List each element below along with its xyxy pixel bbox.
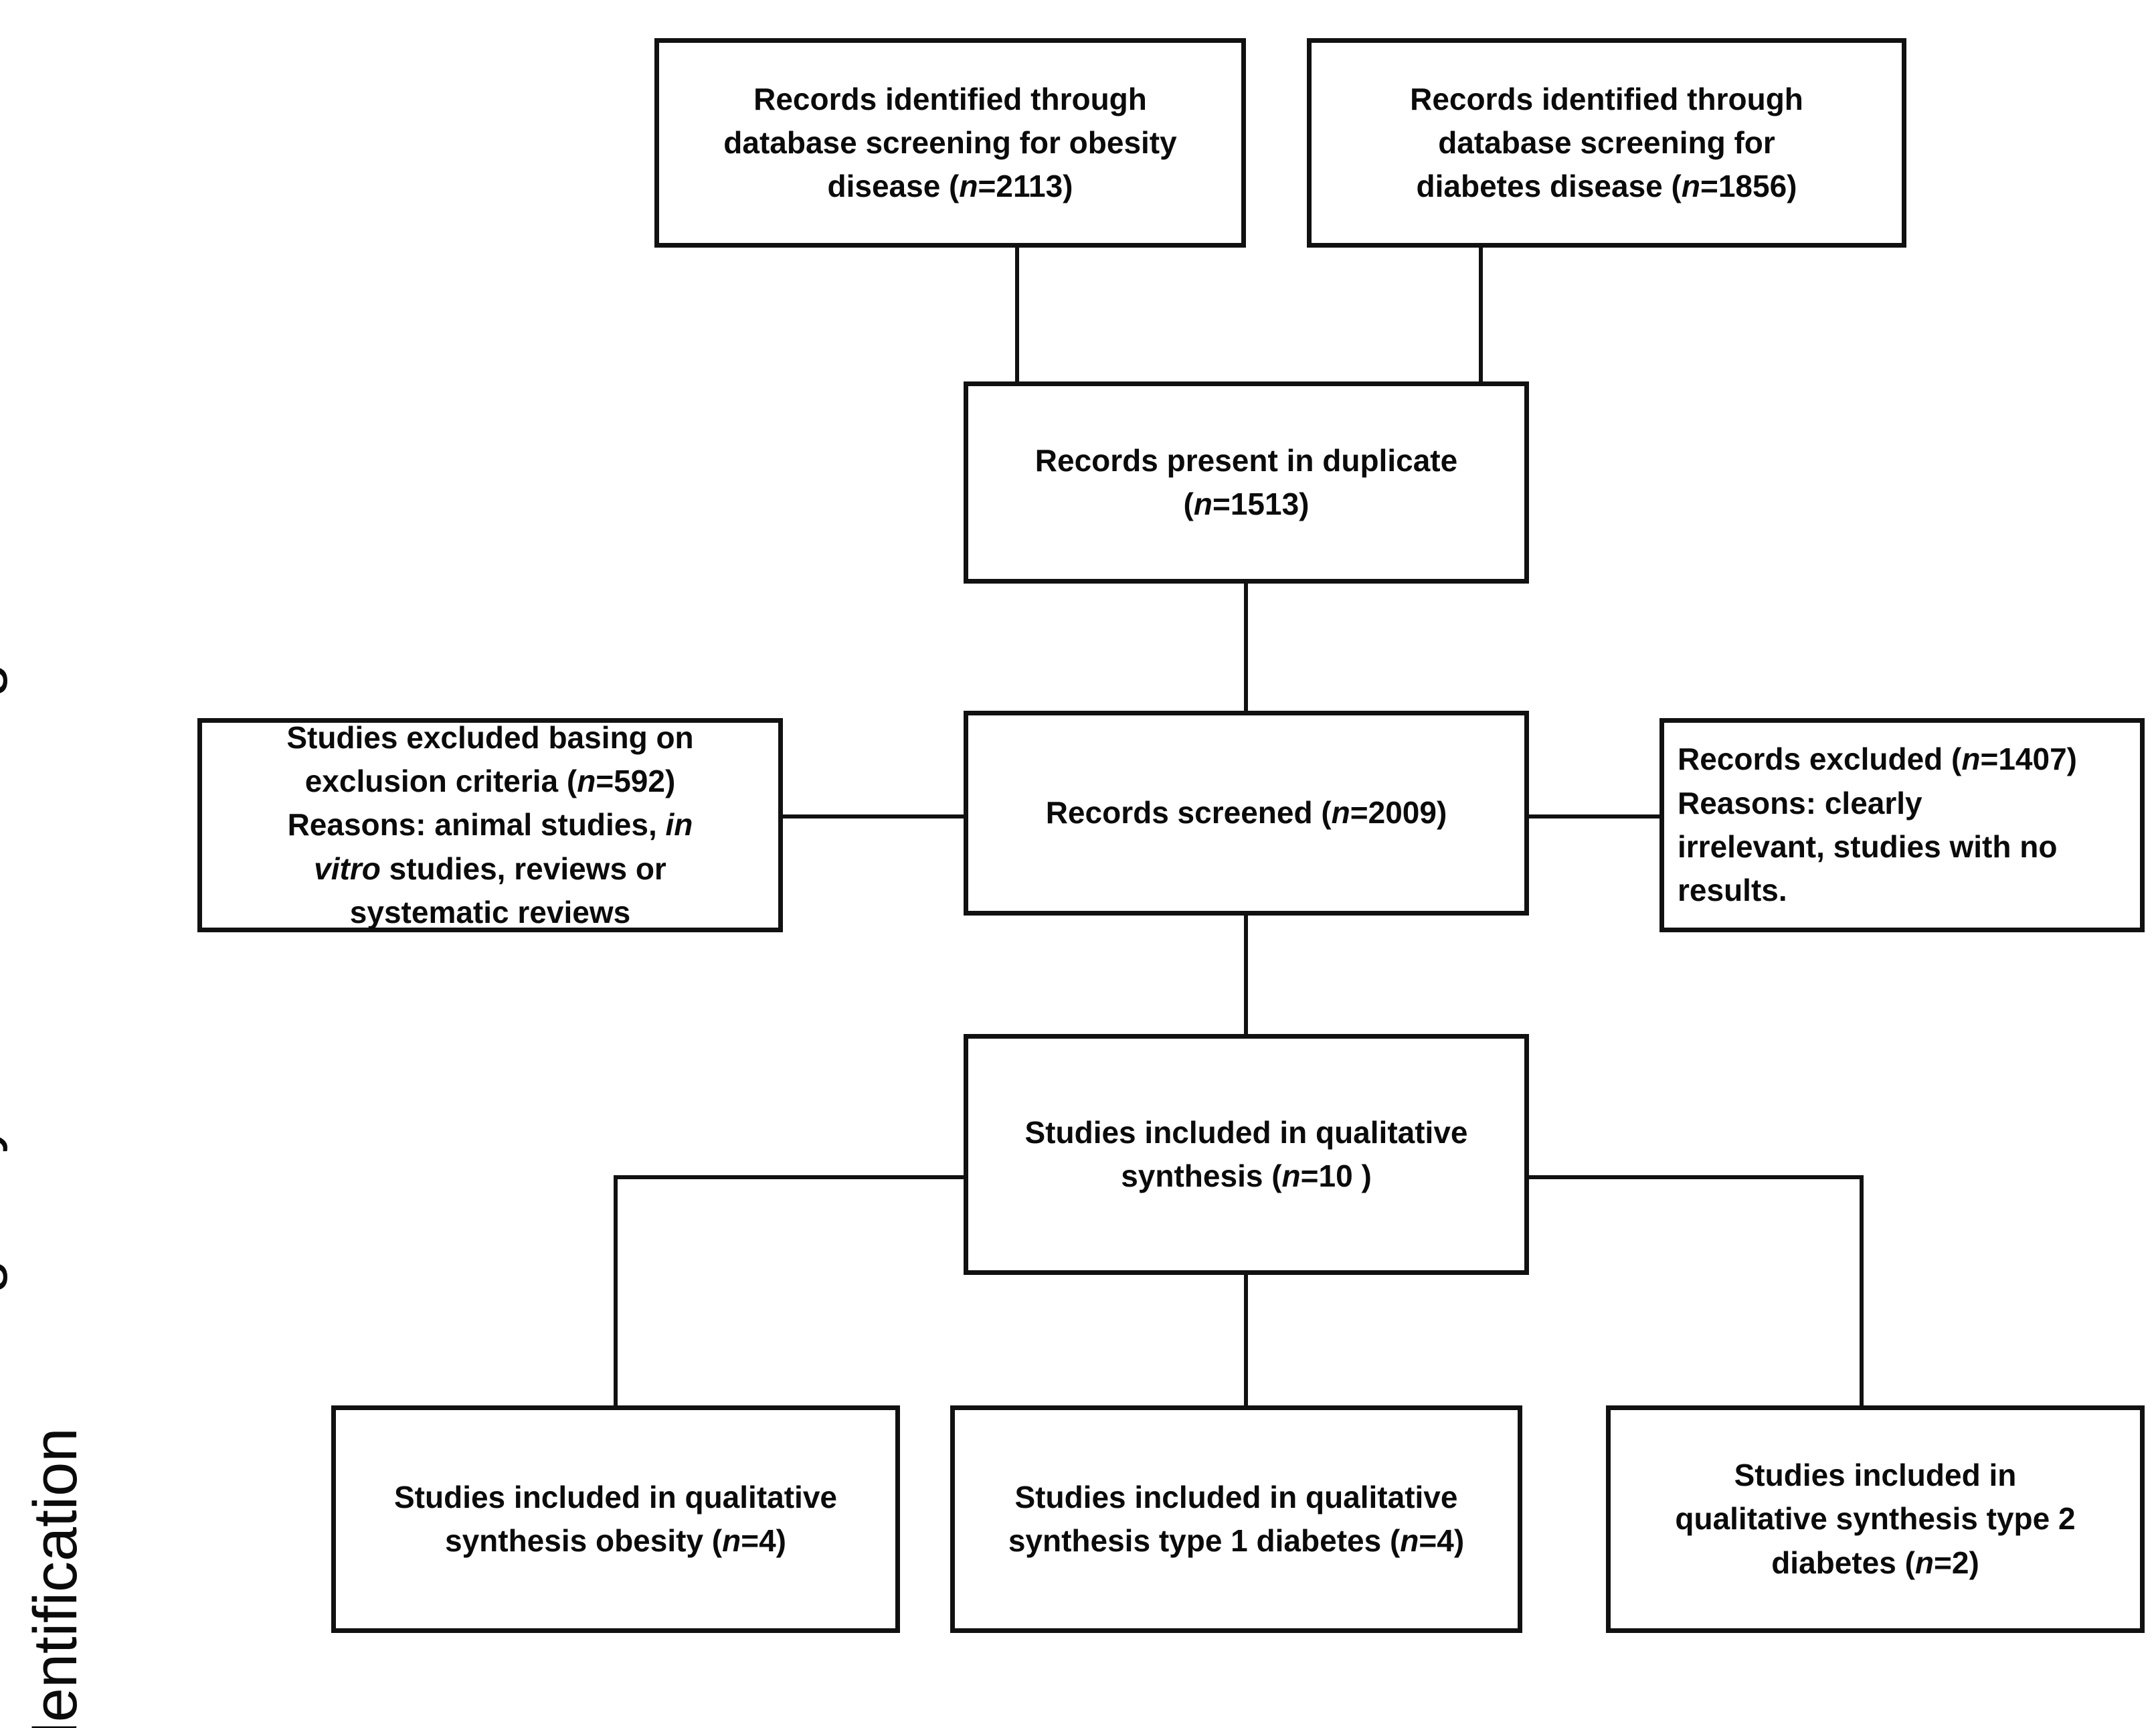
n-italic: n: [1681, 169, 1700, 204]
stage-label-eligibility-text: Eligibility: [0, 1122, 8, 1362]
n-value: =1856): [1700, 169, 1797, 204]
line-1: Records present in duplicate: [1035, 442, 1458, 478]
stage-label-screening-text: Screening: [0, 663, 8, 940]
line-2a: synthesis (: [1121, 1158, 1282, 1193]
n-value: =1513): [1212, 487, 1310, 521]
line-3: disease (: [827, 169, 960, 204]
line-3a: diabetes (: [1771, 1545, 1915, 1580]
line-1a: Records excluded (: [1678, 742, 1962, 777]
box-synthesis-type1-diabetes-text: Studies included in qualitative synthesis…: [991, 1476, 1481, 1563]
n-italic: n: [1400, 1523, 1419, 1558]
box-synthesis-type2-diabetes-text: Studies included in qualitative synthesis…: [1657, 1454, 2092, 1585]
line-1: Studies included in qualitative: [1024, 1114, 1468, 1150]
stage-label-inclusion-text: Inclusion: [0, 1530, 8, 1728]
line-1: Records identified through: [753, 81, 1147, 116]
text-b: =2009): [1350, 795, 1447, 831]
connector-screened-to-records-excluded: [1526, 814, 1664, 818]
connector-screened-to-synthesis: [1244, 913, 1248, 1037]
box-synthesis-obesity-text: Studies included in qualitative synthesis…: [377, 1476, 855, 1563]
line-3: irrelevant, studies with no: [1678, 829, 2058, 864]
line-2a: synthesis type 1 diabetes (: [1008, 1523, 1401, 1558]
n-italic: n: [1193, 487, 1212, 521]
line-3: diabetes disease (: [1416, 169, 1682, 204]
line-2b: =10 ): [1300, 1158, 1372, 1193]
box-synthesis-type2-diabetes: Studies included in qualitative synthesis…: [1606, 1405, 2145, 1633]
n-italic: n: [1281, 1158, 1301, 1193]
branch-bar-left-arm: [614, 1175, 968, 1179]
connector-diabetes-to-duplicates: [1479, 248, 1483, 384]
stage-label-identification: Identification: [21, 1428, 91, 1728]
italic-vitro: vitro: [314, 851, 381, 886]
connector-obesity-to-duplicates: [1015, 248, 1019, 384]
line-1: Studies included in: [1734, 1458, 2017, 1493]
line-2b: =4): [1419, 1523, 1465, 1558]
text-a: Records screened (: [1045, 795, 1332, 831]
box-synthesis-obesity: Studies included in qualitative synthesis…: [331, 1405, 900, 1633]
line-1: Studies included in qualitative: [1014, 1479, 1458, 1515]
line-2a: synthesis obesity (: [444, 1523, 723, 1558]
connector-branch-center-drop: [1244, 1272, 1248, 1408]
line-1b: =1407): [1980, 742, 2077, 777]
box-qualitative-synthesis: Studies included in qualitative synthesis…: [964, 1034, 1529, 1275]
line-2: qualitative synthesis type 2: [1675, 1501, 2076, 1537]
line-4: results.: [1678, 873, 1787, 908]
box-records-duplicate: Records present in duplicate (n=1513): [964, 381, 1529, 584]
branch-bar-right-arm: [1526, 1175, 1864, 1179]
n-value: =2113): [978, 169, 1073, 204]
line-5: systematic reviews: [349, 894, 631, 930]
line-1: Records identified through: [1410, 81, 1803, 116]
box-records-duplicate-text: Records present in duplicate (n=1513): [1018, 439, 1475, 527]
box-records-identified-diabetes-text: Records identified through database scree…: [1393, 78, 1821, 209]
box-studies-excluded-criteria-text: Studies excluded basing on exclusion crit…: [269, 716, 711, 935]
n-italic: n: [577, 764, 596, 799]
line-2a: exclusion criteria (: [304, 764, 577, 799]
line-2: (: [1183, 487, 1194, 521]
box-qualitative-synthesis-text: Studies included in qualitative synthesis…: [1008, 1111, 1486, 1199]
connector-branch-right-drop: [1860, 1175, 1864, 1408]
line-2b: =592): [596, 764, 676, 799]
n-italic: n: [722, 1523, 741, 1558]
box-records-screened: Records screened (n=2009): [964, 711, 1529, 916]
line-3a: Reasons: animal studies,: [287, 807, 666, 843]
n-italic: n: [959, 169, 978, 204]
line-2: database screening for obesity: [723, 124, 1177, 160]
box-records-excluded: Records excluded (n=1407) Reasons: clearl…: [1659, 718, 2145, 932]
n-italic: n: [1961, 742, 1981, 777]
line-1: Studies excluded basing on: [286, 719, 694, 755]
line-4b: studies, reviews or: [380, 851, 666, 886]
connector-branch-left-drop: [614, 1175, 618, 1408]
line-2: Reasons: clearly: [1678, 785, 1922, 820]
stage-label-identification-text: Identification: [21, 1428, 90, 1728]
stage-label-inclusion: Inclusion: [0, 1531, 9, 1728]
n-italic: n: [1331, 795, 1350, 831]
n-italic: n: [1914, 1545, 1935, 1580]
box-records-identified-obesity-text: Records identified through database scree…: [706, 78, 1194, 209]
line-3b: =2): [1934, 1545, 1979, 1580]
box-studies-excluded-criteria: Studies excluded basing on exclusion crit…: [197, 718, 783, 932]
box-synthesis-type1-diabetes: Studies included in qualitative synthesis…: [950, 1405, 1522, 1633]
box-records-identified-obesity: Records identified through database scree…: [654, 38, 1246, 248]
box-records-excluded-text: Records excluded (n=1407) Reasons: clearl…: [1664, 738, 2140, 912]
stage-label-screening: Screening: [0, 663, 9, 940]
stage-label-eligibility: Eligibility: [0, 1122, 9, 1362]
box-records-screened-text: Records screened (n=2009): [1028, 791, 1465, 835]
connector-screened-to-excluded-criteria: [778, 814, 968, 818]
line-2: database screening for: [1438, 124, 1775, 160]
line-2b: =4): [741, 1523, 786, 1558]
line-1: Studies included in qualitative: [394, 1479, 837, 1515]
box-records-identified-diabetes: Records identified through database scree…: [1307, 38, 1906, 248]
italic-in: in: [665, 807, 693, 843]
connector-duplicates-to-screened: [1244, 581, 1248, 715]
